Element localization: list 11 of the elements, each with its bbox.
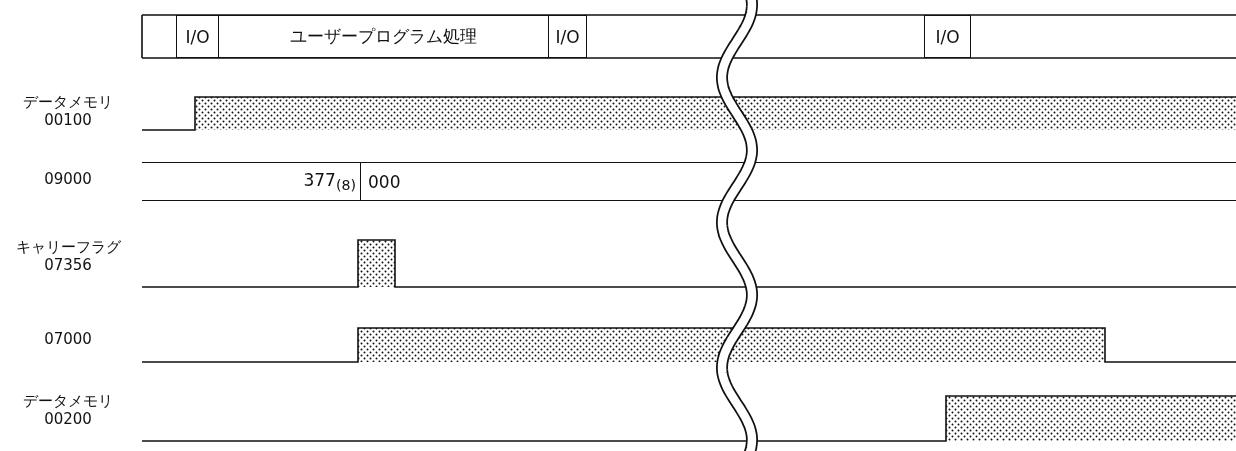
bus-segment: 377$_{(8)}$ (142, 162, 361, 201)
io-box: I/O (176, 15, 219, 58)
bus-segment: 000 (360, 162, 1236, 201)
signal-name: 07000 (43, 330, 93, 348)
process-box: ユーザープログラム処理 (218, 15, 549, 58)
signal-name: データメモリ 00100 (22, 93, 114, 129)
signal-name: キャリーフラグ 07356 (14, 238, 122, 274)
io-box: I/O (548, 15, 587, 58)
signal-name: 09000 (43, 170, 93, 188)
signal-name: データメモリ 00200 (22, 392, 114, 428)
io-box: I/O (924, 15, 971, 58)
